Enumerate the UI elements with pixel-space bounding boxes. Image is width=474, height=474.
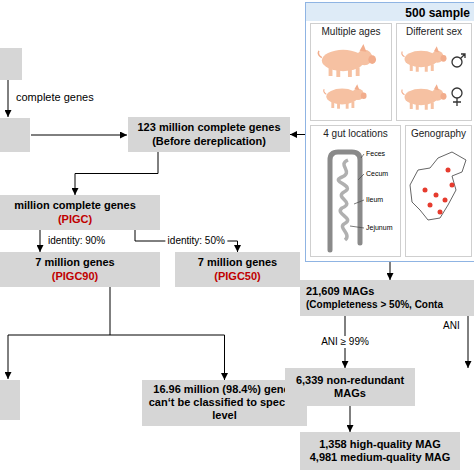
colon-drawing: [330, 152, 360, 250]
header-band: [306, 3, 474, 21]
small-intestine-drawing: [338, 160, 348, 240]
box-text: 1,358 high-quality MAG: [319, 438, 441, 451]
flow-arrow: [8, 80, 9, 117]
panel-heading: 500 sample: [405, 6, 470, 20]
pig-icon: [318, 44, 376, 77]
cropped-box: [0, 118, 30, 152]
box-text: 7 million genes: [198, 256, 277, 269]
panel-heading: Multiple ages: [322, 26, 381, 38]
box-text: (Before dereplication): [152, 135, 266, 148]
process-box: 6,339 non-redundant MAGs: [285, 368, 415, 406]
box-text: (Completeness > 50%, Conta: [306, 299, 443, 311]
cropped-box: [0, 380, 20, 420]
location-label: Jejunum: [366, 224, 392, 232]
flow-arrow: [8, 335, 110, 379]
edge-label: ANI ≥ 99%: [319, 336, 371, 348]
panel-heading: Genography: [411, 128, 466, 140]
location-label: Cecum: [366, 170, 388, 178]
edge-label: identity: 90%: [46, 235, 107, 247]
box-text: 4,981 medium-quality MAG: [310, 451, 451, 464]
female-symbol: [452, 88, 462, 106]
flow-arrow: [345, 316, 346, 368]
pig-icon: [402, 84, 447, 110]
box-text: 7 million genes: [35, 256, 114, 269]
category-panel: Different sex: [396, 23, 472, 121]
flow-arrow: [290, 134, 305, 135]
sample-panel: 500 sampleMultiple ages Different sex 4 gu…: [305, 2, 474, 262]
flow-arrow: [40, 230, 41, 252]
flow-arrow: [31, 135, 127, 136]
process-box: 21,609 MAGs(Completeness > 50%, Conta: [300, 280, 474, 316]
note-text: complete genes: [16, 91, 94, 104]
category-panel: Genography: [405, 125, 472, 257]
edge-label: ANI: [443, 320, 460, 332]
process-box: 7 million genes(PIGC90): [0, 252, 160, 287]
panel-heading: Different sex: [406, 26, 462, 38]
process-box: 123 million complete genes(Before derepl…: [128, 117, 290, 152]
box-text: 123 million complete genes: [137, 121, 280, 134]
box-text: (PIGC): [58, 213, 92, 226]
flow-arrow: [75, 152, 158, 195]
panel-heading: 4 gut locations: [323, 128, 388, 140]
pig-icon: [324, 84, 367, 108]
location-label: Ileum: [366, 196, 383, 204]
male-symbol: [452, 54, 465, 67]
leader-lines: [350, 154, 364, 228]
box-text: (PIGC90): [52, 270, 98, 283]
cropped-box: [0, 48, 22, 80]
process-box: million complete genes(PIGC): [0, 195, 160, 230]
category-panel: 4 gut locations: [310, 125, 401, 257]
box-text: (PIGC50): [214, 270, 260, 283]
box-text: 21,609 MAGs: [306, 285, 374, 298]
box-text: million complete genes: [14, 199, 136, 212]
flow-arrow: [390, 262, 391, 280]
sampling-sites: [423, 168, 455, 215]
flow-arrow: [350, 406, 351, 432]
flow-arrow: [135, 230, 238, 252]
flow-arrow: [468, 316, 469, 368]
flow-arrow: [110, 287, 225, 380]
pig-icon: [402, 46, 447, 72]
category-panel: Multiple ages: [310, 23, 392, 121]
box-text: 6,339 non-redundant MAGs: [291, 374, 409, 400]
edge-label: identity: 50%: [166, 235, 227, 247]
china-map: [410, 152, 466, 220]
process-box: 7 million genes(PIGC50): [175, 252, 300, 287]
process-box: 16.96 million (98.4%) genes can‘t be cla…: [142, 380, 307, 426]
box-text: 16.96 million (98.4%) genes can‘t be cla…: [148, 383, 301, 423]
location-label: Feces: [366, 150, 385, 158]
process-box: 1,358 high-quality MAG4,981 medium-quali…: [300, 432, 460, 470]
